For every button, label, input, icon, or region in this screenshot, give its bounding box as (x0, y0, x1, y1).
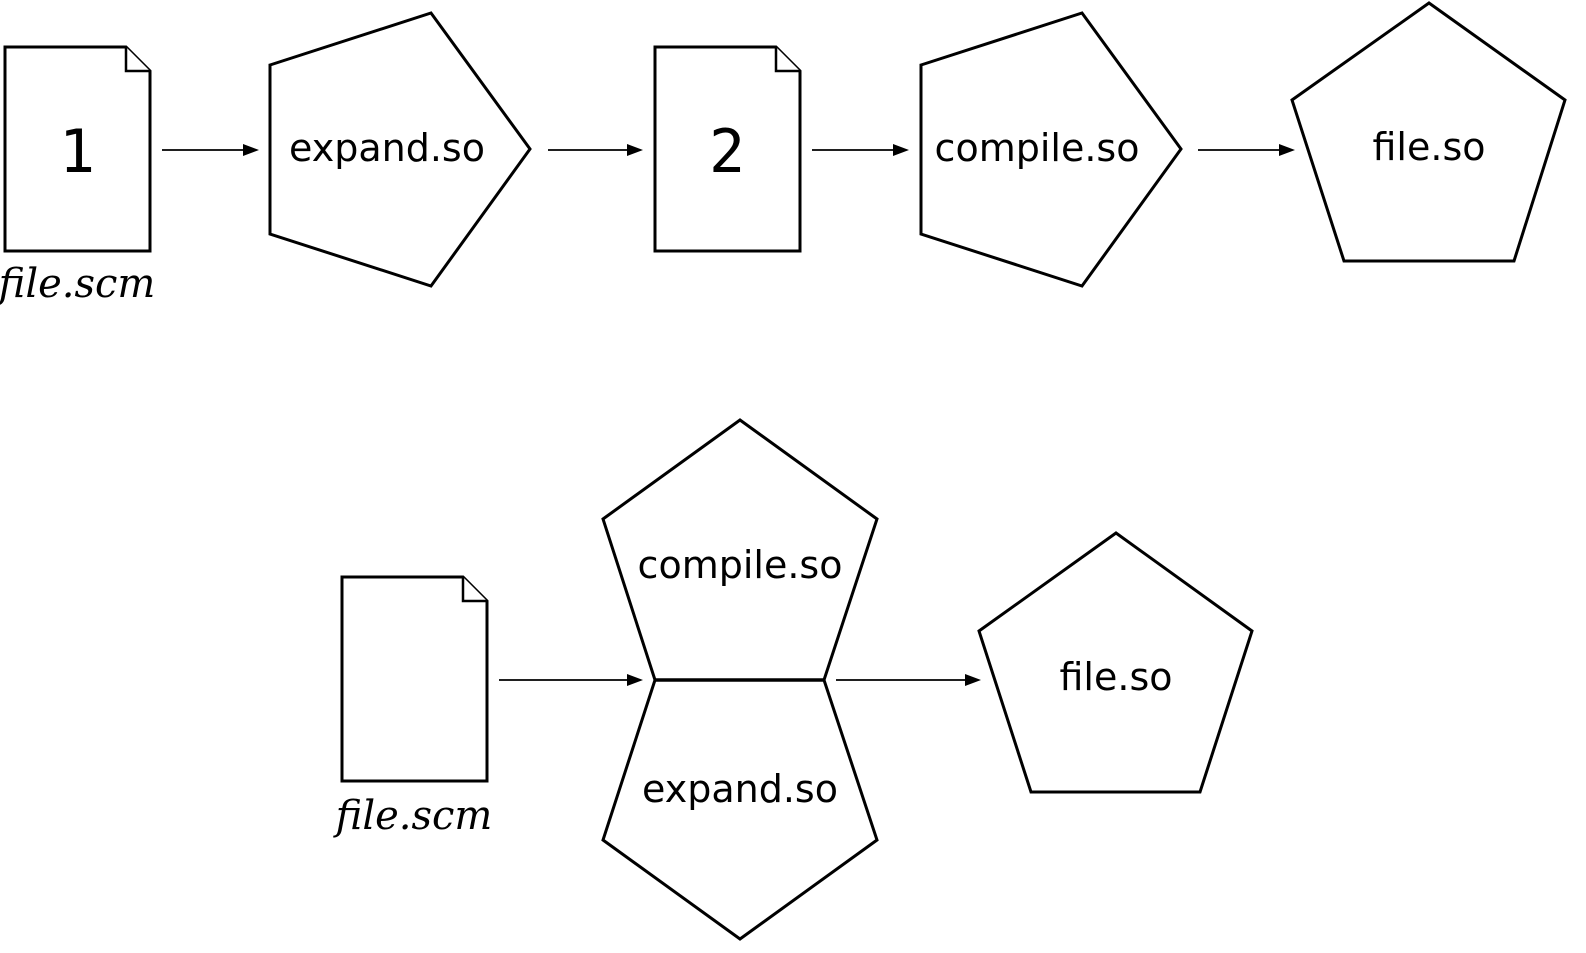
bottom-expand-label: expand.so (642, 767, 838, 811)
top-document-1-number: 1 (59, 117, 95, 187)
bottom-compile-pentagon: compile.so (601, 418, 879, 682)
top-compile-label: compile.so (935, 126, 1140, 170)
bottom-arrow-1 (499, 674, 643, 686)
top-expand-pentagon: expand.so (268, 11, 532, 288)
top-document-1: 1 (3, 45, 152, 253)
top-expand-label: expand.so (289, 126, 485, 170)
bottom-document-caption: file.scm (333, 793, 493, 839)
top-output-pentagon: file.so (1290, 1, 1567, 263)
top-document-2-number: 2 (709, 117, 745, 187)
top-compile-pentagon: compile.so (919, 11, 1183, 288)
top-arrow-2 (548, 144, 643, 156)
top-arrow-1 (162, 144, 259, 156)
bottom-expand-pentagon: expand.so (601, 678, 879, 941)
top-arrow-3 (812, 144, 909, 156)
bottom-document (340, 575, 489, 783)
bottom-arrow-2 (836, 674, 981, 686)
bottom-output-pentagon: file.so (977, 531, 1254, 794)
top-output-label: file.so (1373, 125, 1486, 169)
top-document-1-caption: file.scm (0, 261, 155, 307)
top-arrow-4 (1198, 144, 1295, 156)
bottom-output-label: file.so (1060, 655, 1173, 699)
bottom-compile-label: compile.so (638, 543, 843, 587)
top-document-2: 2 (653, 45, 802, 253)
